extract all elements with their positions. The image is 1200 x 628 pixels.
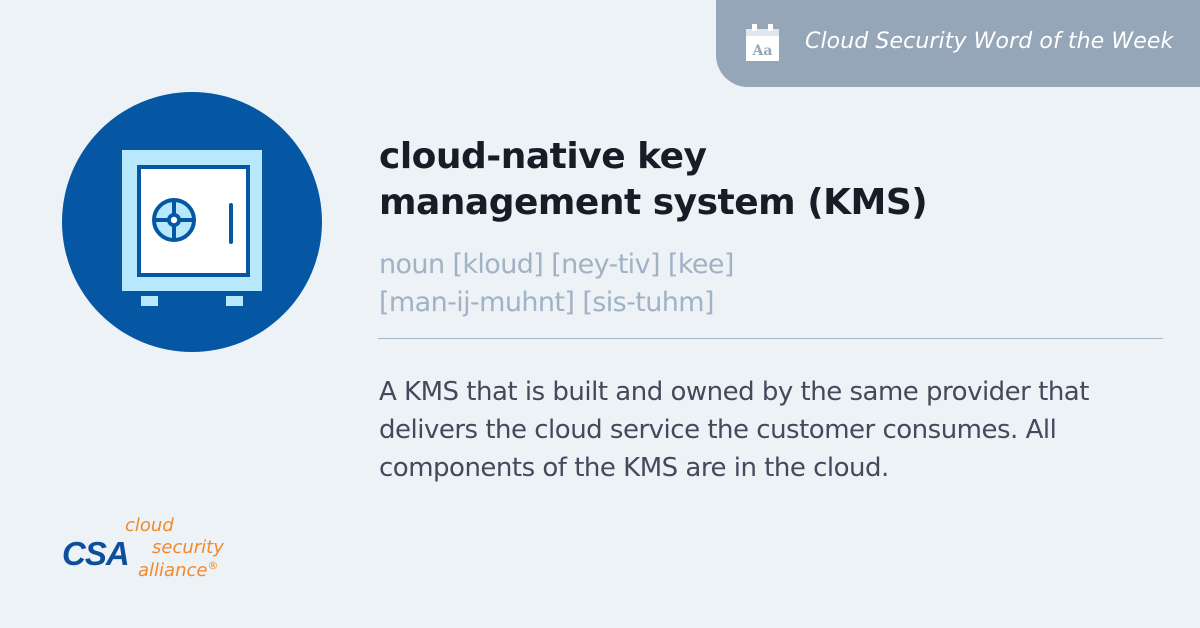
logo-abbr: CSA [62,535,130,572]
logo-word-cloud: cloud [125,515,174,536]
banner-title: Cloud Security Word of the Week [805,29,1174,54]
term-line-2: management system (KMS) [379,182,928,223]
logo-word-alliance: alliance® [138,559,218,581]
pronunciation-line-2: [man-ij-muhnt] [sis-tuhm] [379,287,714,318]
divider [378,338,1163,339]
term-heading: cloud-native key management system (KMS) [379,134,1139,226]
word-of-week-banner: Aa Cloud Security Word of the Week [716,0,1200,87]
logo-alliance-text: alliance [138,560,208,581]
pronunciation-line-1: noun [kloud] [ney-tiv] [kee] [379,249,734,280]
svg-text:Aa: Aa [752,43,773,59]
safe-vault-icon [62,92,322,352]
definition-text: A KMS that is built and owned by the sam… [379,377,1089,483]
logo-word-security: security [152,537,224,558]
pronunciation: noun [kloud] [ney-tiv] [kee] [man-ij-muh… [379,246,1139,322]
registered-mark: ® [207,559,219,572]
csa-logo: CSA cloud security alliance® [60,515,260,595]
term-line-1: cloud-native key [379,136,707,177]
calendar-aa-icon: Aa [746,24,779,61]
